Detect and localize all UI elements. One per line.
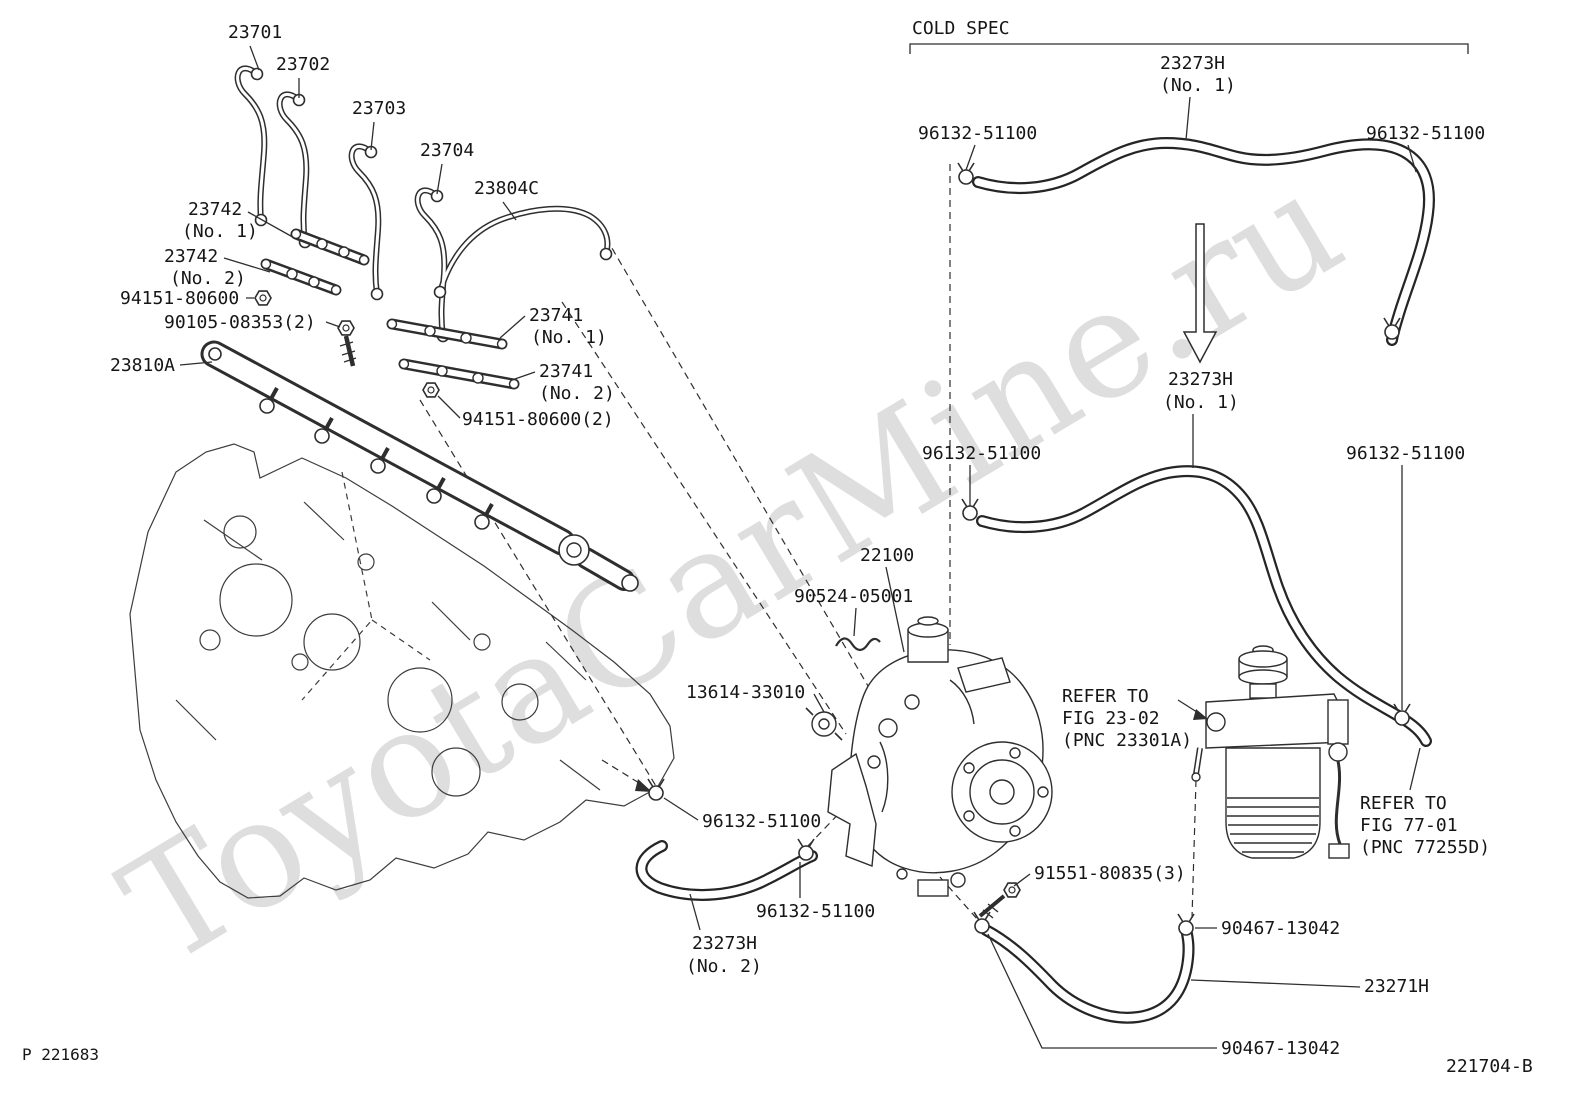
part-sublabel-23273h-mid: (No. 1) [1163, 392, 1239, 413]
dashed-arrowhead [635, 779, 652, 792]
part-label-23742-no1: 23742 [188, 199, 243, 220]
pipe-clamps-hardware [254, 228, 520, 398]
part-label-13614-33010: 13614-33010 [686, 682, 806, 703]
part-label-23704: 23704 [420, 140, 475, 161]
part-label-23741-no2: 23741 [539, 361, 594, 382]
part-label-96132-loose: 96132-51100 [702, 811, 822, 832]
part-label-96132-hose2: 96132-51100 [756, 901, 876, 922]
part-sublabel-23273h-top: (No. 1) [1160, 75, 1236, 96]
part-label-90467-top: 90467-13042 [1221, 918, 1341, 939]
part-label-91551-80835: 91551-80835(3) [1034, 863, 1186, 884]
part-label-23271h: 23271H [1364, 976, 1430, 997]
part-label-22100: 22100 [860, 545, 915, 566]
part-label-94151-80600-2: 94151-80600(2) [462, 409, 614, 430]
part-label-23273h-top: 23273H [1160, 53, 1226, 74]
part-label-23273h-mid: 23273H [1168, 369, 1234, 390]
leader-lines [179, 43, 1469, 1049]
refer-note-filter-line1: REFER TO [1062, 686, 1149, 707]
fuel-rail [200, 340, 639, 592]
refer-note-hose-line2: FIG 77-01 [1360, 815, 1458, 836]
refer-note-filter-line3: (PNC 23301A) [1062, 730, 1193, 751]
refer-arrowhead [1193, 709, 1208, 720]
part-sublabel-23741-no1: (No. 1) [531, 327, 607, 348]
fuel-hoses [635, 136, 1435, 1024]
part-label-96132-mid-left: 96132-51100 [922, 443, 1042, 464]
cold-spec-heading: COLD SPEC [912, 18, 1010, 39]
refer-note-hose-line3: (PNC 77255D) [1360, 837, 1491, 858]
part-sublabel-23741-no2: (No. 2) [539, 383, 615, 404]
part-label-23810a: 23810A [110, 355, 176, 376]
part-label-90105-08353: 90105-08353(2) [164, 312, 316, 333]
injection-pump [805, 616, 1053, 919]
part-label-23742-no2: 23742 [164, 246, 219, 267]
part-label-96132-top-right: 96132-51100 [1366, 123, 1486, 144]
part-label-90467-bottom: 90467-13042 [1221, 1038, 1341, 1059]
part-label-23804c: 23804C [474, 178, 540, 199]
part-sublabel-23742-no2: (No. 2) [170, 268, 246, 289]
flow-arrow [1182, 223, 1218, 364]
fuel-filter [1191, 645, 1350, 859]
injection-pipes [234, 65, 613, 343]
plate-number: P 221683 [22, 1045, 100, 1064]
figure-number: 221704-B [1446, 1056, 1533, 1077]
part-label-94151-80600: 94151-80600 [120, 288, 240, 309]
part-label-23702: 23702 [276, 54, 331, 75]
part-label-96132-mid-right: 96132-51100 [1346, 443, 1466, 464]
part-label-90524-05001: 90524-05001 [794, 586, 914, 607]
engine-block-sketch [129, 443, 675, 899]
refer-note-hose-line1: REFER TO [1360, 793, 1447, 814]
part-sublabel-23273h-no2: (No. 2) [686, 956, 762, 977]
part-label-23701: 23701 [228, 22, 283, 43]
part-sublabel-23742-no1: (No. 1) [182, 221, 258, 242]
part-label-23703: 23703 [352, 98, 407, 119]
part-label-23273h-no2: 23273H [692, 933, 758, 954]
part-label-96132-top-left: 96132-51100 [918, 123, 1038, 144]
part-label-23741-no1: 23741 [529, 305, 584, 326]
refer-note-filter-line2: FIG 23-02 [1062, 708, 1160, 729]
